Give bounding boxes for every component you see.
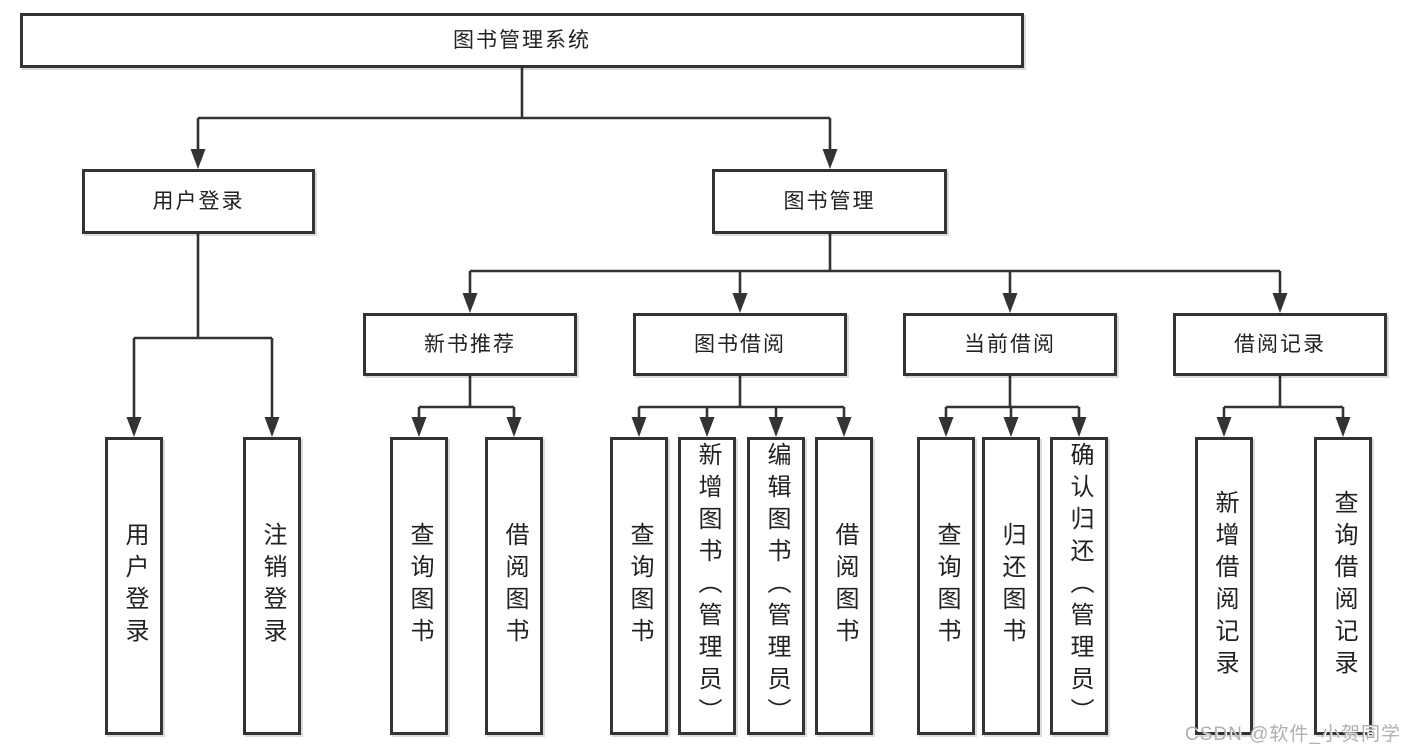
leaf-borrow-books-2: 借阅图书 <box>815 437 873 735</box>
node-root-label: 图书管理系统 <box>453 29 591 52</box>
node-current-borrow-label: 当前借阅 <box>964 333 1056 356</box>
leaf-logout: 注销登录 <box>243 437 301 735</box>
node-book-borrow-label: 图书借阅 <box>694 333 786 356</box>
arrow-head <box>506 417 522 437</box>
arrow-head <box>822 149 838 169</box>
leaf-edit-books-admin: 编辑图书（管理员） <box>747 437 805 735</box>
arrow-head <box>699 417 715 437</box>
node-current-borrow: 当前借阅 <box>903 313 1117 376</box>
node-book-management-label: 图书管理 <box>783 190 876 213</box>
node-user-login: 用户登录 <box>82 169 315 234</box>
leaf-query-books-2: 查询图书 <box>610 437 668 735</box>
leaf-user-login-label: 用户登录 <box>121 522 148 650</box>
node-borrow-records: 借阅记录 <box>1173 313 1387 376</box>
leaf-return-books: 归还图书 <box>982 437 1040 735</box>
arrow-head <box>938 417 954 437</box>
connector-root-to-level2 <box>190 68 838 169</box>
arrow-head <box>1003 417 1019 437</box>
leaf-query-borrow-record: 查询借阅记录 <box>1314 437 1372 735</box>
arrow-head <box>768 417 784 437</box>
arrow-head <box>732 293 748 313</box>
node-user-login-label: 用户登录 <box>152 190 245 213</box>
arrow-head <box>126 417 142 437</box>
leaf-user-login: 用户登录 <box>105 437 163 735</box>
connector-book-borrow-children <box>631 376 852 437</box>
node-new-book-recommend: 新书推荐 <box>363 313 577 376</box>
node-new-book-recommend-label: 新书推荐 <box>424 333 516 356</box>
leaf-add-borrow-record: 新增借阅记录 <box>1195 437 1253 735</box>
leaf-confirm-return-admin-label: 确认归还（管理员） <box>1066 442 1093 730</box>
connector-current-borrow-children <box>938 376 1087 437</box>
node-book-management: 图书管理 <box>712 169 947 234</box>
arrow-head <box>1216 417 1232 437</box>
leaf-borrow-books-1-label: 借阅图书 <box>501 522 528 650</box>
leaf-borrow-books-2-label: 借阅图书 <box>831 522 858 650</box>
arrow-head <box>411 417 427 437</box>
arrow-head <box>1002 293 1018 313</box>
arrow-head <box>1071 417 1087 437</box>
leaf-edit-books-admin-label: 编辑图书（管理员） <box>763 442 790 730</box>
leaf-query-books-1-label: 查询图书 <box>406 522 433 650</box>
leaf-borrow-books-1: 借阅图书 <box>485 437 543 735</box>
connector-new-book-recommend-children <box>411 376 522 437</box>
arrow-head <box>1272 293 1288 313</box>
leaf-logout-label: 注销登录 <box>259 522 286 650</box>
node-book-borrow: 图书借阅 <box>633 313 847 376</box>
arrow-head <box>264 417 280 437</box>
arrow-head <box>836 417 852 437</box>
leaf-query-books-1: 查询图书 <box>390 437 448 735</box>
leaf-query-books-3-label: 查询图书 <box>933 522 960 650</box>
arrow-head <box>631 417 647 437</box>
leaf-add-books-admin: 新增图书（管理员） <box>678 437 736 735</box>
arrow-head <box>1335 417 1351 437</box>
watermark: CSDN @软件_小贺同学 <box>1185 724 1401 745</box>
leaf-query-borrow-record-label: 查询借阅记录 <box>1330 490 1357 682</box>
leaf-add-books-admin-label: 新增图书（管理员） <box>694 442 721 730</box>
leaf-return-books-label: 归还图书 <box>998 522 1025 650</box>
connector-borrow-records-children <box>1216 376 1351 437</box>
leaf-query-books-3: 查询图书 <box>917 437 975 735</box>
arrow-head <box>462 293 478 313</box>
connector-user-login-children <box>126 234 280 437</box>
leaf-confirm-return-admin: 确认归还（管理员） <box>1050 437 1108 735</box>
leaf-add-borrow-record-label: 新增借阅记录 <box>1211 490 1238 682</box>
leaf-query-books-2-label: 查询图书 <box>626 522 653 650</box>
node-borrow-records-label: 借阅记录 <box>1234 333 1326 356</box>
connector-book-management-to-level3 <box>462 234 1288 313</box>
arrow-head <box>190 149 206 169</box>
node-root: 图书管理系统 <box>20 13 1024 68</box>
